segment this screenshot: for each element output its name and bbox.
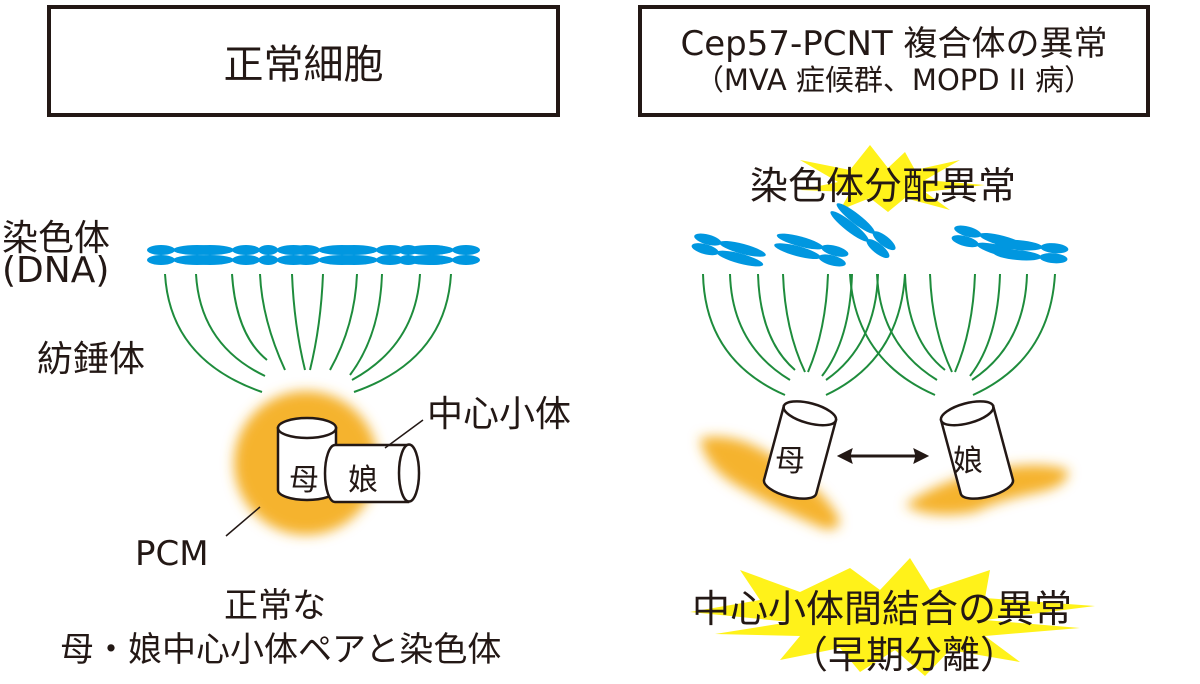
spindle-fiber	[231, 273, 268, 361]
normal-cell-title-box: 正常細胞	[47, 5, 560, 117]
spindle-fiber	[904, 273, 946, 371]
chromosome	[330, 245, 404, 265]
mother-centriole-label-right: 母	[775, 444, 805, 479]
daughter-centriole	[323, 443, 421, 504]
spindle-fiber	[972, 273, 1056, 396]
normal-cell-title: 正常細胞	[223, 42, 384, 88]
mother-centriole-separated	[762, 400, 838, 500]
mother-centriole	[276, 416, 338, 502]
spindle-fiber	[351, 273, 421, 381]
centriole-leader-line	[384, 419, 424, 449]
top-burst	[800, 145, 985, 212]
spindle-fiber	[195, 273, 266, 377]
chromosome-label: 染色体	[2, 218, 111, 259]
spindle-fibers	[164, 273, 452, 393]
centriole-label: 中心小体	[427, 394, 572, 435]
abnormal-title-box: Cep57-PCNT 複合体の異常 （MVA 症候群、MOPD II 病）	[638, 5, 1150, 117]
daughter-centriole-label-right: 娘	[953, 444, 983, 479]
spindle-fiber	[969, 273, 1001, 377]
abnormal-title-line1: Cep57-PCNT 複合体の異常	[680, 24, 1108, 64]
spindle-fiber	[782, 273, 806, 373]
mother-centriole-label: 母	[289, 463, 319, 498]
chromosome	[993, 238, 1069, 265]
caption-line1: 正常な	[224, 586, 326, 626]
premature-separation-callout: （早期分離）	[790, 633, 1019, 677]
daughter-centriole-separated	[939, 400, 1015, 500]
daughter-centriole-label: 娘	[348, 463, 378, 498]
chromosome	[186, 245, 260, 265]
dna-label: (DNA)	[2, 250, 110, 291]
caption-line2: 母・娘中心小体ペアと染色体	[60, 630, 502, 670]
spindle-fiber	[807, 273, 829, 373]
spindle-fiber	[291, 273, 306, 371]
abnormal-title-line2: （MVA 症候群、MOPD II 病）	[694, 63, 1094, 97]
chromosome	[690, 231, 768, 270]
spindle-fiber	[929, 273, 953, 373]
spindle-fiber	[876, 273, 938, 381]
separation-double-arrow	[836, 448, 930, 464]
spindle-fiber	[259, 273, 286, 371]
spindle-label: 紡錘体	[37, 339, 146, 380]
spindle-fiber	[825, 273, 906, 396]
spindle-fiber	[849, 273, 936, 396]
cohesion-error-callout: 中心小体間結合の異常	[692, 587, 1073, 631]
spindle-fiber	[329, 273, 358, 371]
pcm-label: PCM	[135, 534, 209, 574]
chromosome	[772, 230, 850, 269]
spindle-fibers-right	[702, 273, 1056, 396]
chromosome-scatter	[690, 199, 1069, 270]
spindle-fiber	[164, 273, 263, 393]
segregation-error-callout: 染色体分配異常	[750, 164, 1017, 208]
spindle-fiber	[971, 273, 1028, 381]
chromosome	[406, 245, 480, 265]
pcm-leader-line	[225, 506, 261, 537]
spindle-fiber	[309, 273, 324, 371]
bottom-burst	[690, 558, 1095, 676]
spindle-fiber	[954, 273, 976, 373]
spindle-fiber	[729, 273, 791, 381]
spindle-fiber	[825, 273, 879, 381]
spindle-fiber	[757, 273, 796, 371]
spindle-fiber	[349, 273, 383, 376]
spindle-fiber	[702, 273, 786, 396]
chromosome-row	[147, 245, 480, 265]
spindle-fiber	[353, 273, 452, 393]
